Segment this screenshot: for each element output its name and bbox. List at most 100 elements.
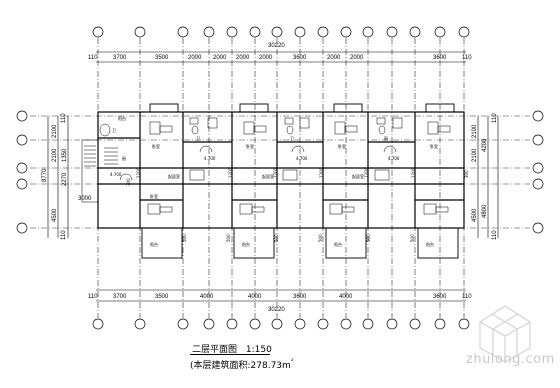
plan-scale: 1:150 xyxy=(245,345,272,355)
axis-bubble-bottom xyxy=(340,318,352,330)
bathroom-fixtures xyxy=(99,117,403,137)
balcony-mark: 500 xyxy=(226,234,231,242)
axis-bubble-top xyxy=(177,26,189,38)
area-note-text: (本层建筑面积:278.73m xyxy=(190,361,291,371)
level-mark: 4.700 xyxy=(204,156,216,161)
room-label: 阳台 xyxy=(426,241,434,247)
watermark-text: zhulong.com xyxy=(466,352,555,367)
axis-bubble-top xyxy=(294,26,306,38)
balcony-mark: 500 xyxy=(410,234,415,242)
right-dim-2: 2100 xyxy=(472,148,478,162)
plan-title: 二层平面图 1:150 xyxy=(192,342,272,355)
top-dimension-segment: 2000 xyxy=(327,55,341,61)
right-dim-1: 2100 xyxy=(472,124,478,138)
watermark-logo-icon xyxy=(479,305,531,363)
top-dimension-segment: 2000 xyxy=(236,55,250,61)
bottom-dimension-segment: 3600 xyxy=(433,294,447,300)
room-label: 卫 xyxy=(196,136,200,141)
bottom-dimension-segment: 3700 xyxy=(113,294,127,300)
top-dimension-segment: 2000 xyxy=(188,55,202,61)
bottom-total-dimension: 30220 xyxy=(268,307,285,313)
level-mark: 4.700 xyxy=(296,156,308,161)
axis-bubble-top xyxy=(362,26,374,38)
corridor-mark: 1200 xyxy=(319,167,324,178)
bottom-dimension-segment: 3600 xyxy=(293,294,307,300)
title-underline xyxy=(190,354,270,355)
top-dimension-segment: 2000 xyxy=(213,55,227,61)
right-total-b: 4800 xyxy=(482,204,488,218)
room-label: 卧室 xyxy=(150,193,158,199)
axis-bubbles xyxy=(16,26,544,330)
left-dim-2: 2100 xyxy=(52,148,58,162)
axis-bubble-bottom xyxy=(249,318,261,330)
bottom-dimension-segment: 4000 xyxy=(339,294,353,300)
balconies xyxy=(141,103,459,259)
axis-bubble-bottom xyxy=(317,318,329,330)
balcony-mark: 500 xyxy=(366,234,371,242)
room-label: 厨 xyxy=(122,155,126,161)
corridor-mark: 300 xyxy=(464,170,469,178)
right-total-a: 4200 xyxy=(482,138,488,152)
top-dimension-segment: 3700 xyxy=(113,55,127,61)
left-dim-1: 2100 xyxy=(52,124,58,138)
axis-bubble-top xyxy=(203,26,215,38)
balcony-mark: 500 xyxy=(182,234,187,242)
bottom-left-edge-dimension: 110 xyxy=(88,294,98,300)
plan-title-text: 二层平面图 xyxy=(192,345,238,355)
axis-bubble-left xyxy=(16,178,28,190)
right-bottom-edge: 110 xyxy=(492,230,498,240)
axis-bubble-bottom xyxy=(271,318,283,330)
axis-bubble-left xyxy=(16,134,28,146)
area-unit-superscript: ² xyxy=(290,358,294,365)
balcony-dimension-marks: 500 500 500 500 500 500 xyxy=(182,234,415,242)
top-right-edge-dimension: 110 xyxy=(462,55,472,61)
axis-bubble-top xyxy=(434,26,446,38)
furniture xyxy=(119,121,451,215)
corridor-mark: 1200 xyxy=(136,167,141,178)
axis-bubble-left xyxy=(16,110,28,122)
room-label: 阳台 xyxy=(150,241,158,247)
axis-bubble-top xyxy=(458,26,470,38)
axis-bubble-top xyxy=(226,26,238,38)
room-label: 起居室 xyxy=(262,173,274,179)
top-dimension-segment: 3600 xyxy=(293,55,307,61)
stairwell xyxy=(81,139,118,203)
top-left-edge-dimension: 110 xyxy=(88,55,98,61)
axis-bubble-top xyxy=(317,26,329,38)
axis-bubble-left xyxy=(16,162,28,174)
room-label: 卫 xyxy=(290,136,294,141)
balcony-mark: 500 xyxy=(318,234,323,242)
right-dim-3: 4500 xyxy=(472,208,478,222)
axis-bubble-top xyxy=(340,26,352,38)
room-label: 厨 xyxy=(384,135,388,141)
left-dim-6: 3000 xyxy=(78,196,92,202)
axis-bubble-left xyxy=(16,222,28,234)
bottom-dimension-segment: 4000 xyxy=(200,294,214,300)
top-dimension-segment: 3600 xyxy=(433,55,447,61)
room-label: 卧室 xyxy=(338,143,346,149)
left-total-dimension: 8770 xyxy=(42,168,48,182)
right-top-edge: 110 xyxy=(492,113,498,123)
axis-bubble-top xyxy=(386,26,398,38)
axis-bubble-bottom xyxy=(458,318,470,330)
area-note: (本层建筑面积:278.73m² xyxy=(190,358,293,371)
corridor-mark: 300 xyxy=(126,178,131,186)
level-mark: 4.700 xyxy=(110,172,122,177)
axis-bubble-top xyxy=(134,26,146,38)
room-label: 卧室 xyxy=(152,143,160,149)
axis-bubble-bottom xyxy=(203,318,215,330)
axis-bubble-bottom xyxy=(386,318,398,330)
axis-bubble-top xyxy=(249,26,261,38)
left-dim-3: 4500 xyxy=(52,208,58,222)
corridor-mark: 1200 xyxy=(364,167,369,178)
room-label: 阳台 xyxy=(334,241,342,247)
left-bottom-edge: 110 xyxy=(61,230,67,240)
balcony-mark: 500 xyxy=(274,234,279,242)
axis-grid xyxy=(30,38,530,318)
axis-bubble-right xyxy=(532,178,544,190)
